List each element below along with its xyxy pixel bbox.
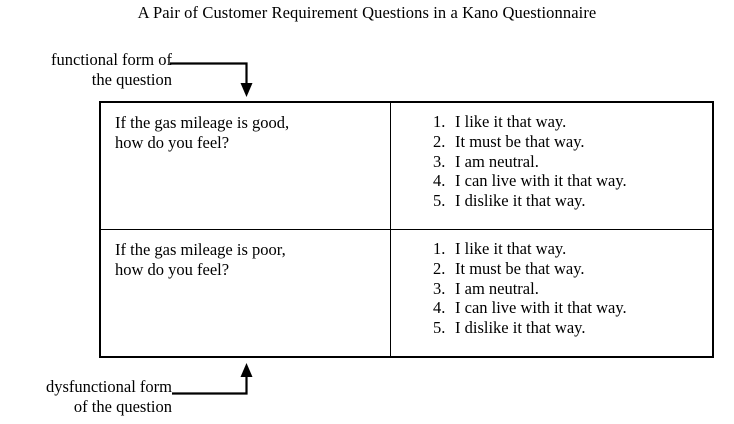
list-item[interactable]: 2. It must be that way. xyxy=(391,132,712,152)
answer-text: It must be that way. xyxy=(455,258,585,278)
answer-number: 2. xyxy=(433,131,446,151)
functional-question-text: If the gas mileage is good, how do you f… xyxy=(101,103,390,152)
list-item[interactable]: 1. I like it that way. xyxy=(391,112,712,132)
functional-answer-list: 1. I like it that way. 2. It must be that … xyxy=(391,103,712,211)
list-item[interactable]: 5. I dislike it that way. xyxy=(391,191,712,211)
dysfunctional-question-line1: If the gas mileage is poor, xyxy=(115,240,286,259)
answer-text: I can live with it that way. xyxy=(455,171,627,191)
dysfunctional-form-label-line2: of the question xyxy=(73,397,172,416)
answer-number: 3. xyxy=(433,278,446,298)
answer-number: 1. xyxy=(433,239,446,258)
table-row: If the gas mileage is good, how do you f… xyxy=(99,101,714,230)
answer-number: 5. xyxy=(433,318,446,338)
answer-number: 5. xyxy=(433,191,446,211)
answer-text: It must be that way. xyxy=(455,131,585,151)
functional-form-label-line1: functional form of xyxy=(51,50,172,69)
kano-question-table: If the gas mileage is good, how do you f… xyxy=(99,101,714,358)
dysfunctional-form-arrow xyxy=(172,363,253,395)
list-item[interactable]: 3. I am neutral. xyxy=(391,152,712,172)
answer-number: 1. xyxy=(433,112,446,131)
dysfunctional-question-cell: If the gas mileage is poor, how do you f… xyxy=(99,229,391,358)
functional-question-line2: how do you feel? xyxy=(115,132,230,152)
functional-form-label-line2: the question xyxy=(91,70,172,89)
dysfunctional-form-label-line1: dysfunctional form xyxy=(45,377,172,396)
answer-number: 4. xyxy=(433,298,446,318)
functional-form-label: functional form of the question xyxy=(6,50,172,90)
table-body: If the gas mileage is good, how do you f… xyxy=(99,101,714,358)
list-item[interactable]: 4. I can live with it that way. xyxy=(391,298,712,318)
dysfunctional-answers-cell: 1. I like it that way. 2. It must be that … xyxy=(390,229,714,358)
dysfunctional-form-label: dysfunctional form of the question xyxy=(4,377,172,417)
answer-number: 2. xyxy=(433,258,446,278)
answer-number: 3. xyxy=(433,151,446,171)
answer-text: I am neutral. xyxy=(455,151,539,171)
dysfunctional-answer-list: 1. I like it that way. 2. It must be that … xyxy=(391,230,712,338)
answer-text: I like it that way. xyxy=(455,112,567,131)
answer-text: I am neutral. xyxy=(455,278,539,298)
dysfunctional-question-line2: how do you feel? xyxy=(115,259,230,279)
answer-number: 4. xyxy=(433,171,446,191)
functional-question-cell: If the gas mileage is good, how do you f… xyxy=(99,101,391,230)
list-item[interactable]: 3. I am neutral. xyxy=(391,279,712,299)
functional-form-arrow xyxy=(170,62,253,97)
answer-text: I can live with it that way. xyxy=(455,298,627,318)
figure-title: A Pair of Customer Requirement Questions… xyxy=(137,3,597,22)
dysfunctional-question-text: If the gas mileage is poor, how do you f… xyxy=(101,230,390,279)
list-item[interactable]: 5. I dislike it that way. xyxy=(391,318,712,338)
list-item[interactable]: 4. I can live with it that way. xyxy=(391,171,712,191)
list-item[interactable]: 1. I like it that way. xyxy=(391,239,712,259)
answer-text: I like it that way. xyxy=(455,239,567,258)
functional-answers-cell: 1. I like it that way. 2. It must be that … xyxy=(390,101,714,230)
functional-question-line1: If the gas mileage is good, xyxy=(115,113,290,132)
answer-text: I dislike it that way. xyxy=(455,191,586,211)
list-item[interactable]: 2. It must be that way. xyxy=(391,259,712,279)
table-row: If the gas mileage is poor, how do you f… xyxy=(99,229,714,358)
answer-text: I dislike it that way. xyxy=(455,318,586,338)
